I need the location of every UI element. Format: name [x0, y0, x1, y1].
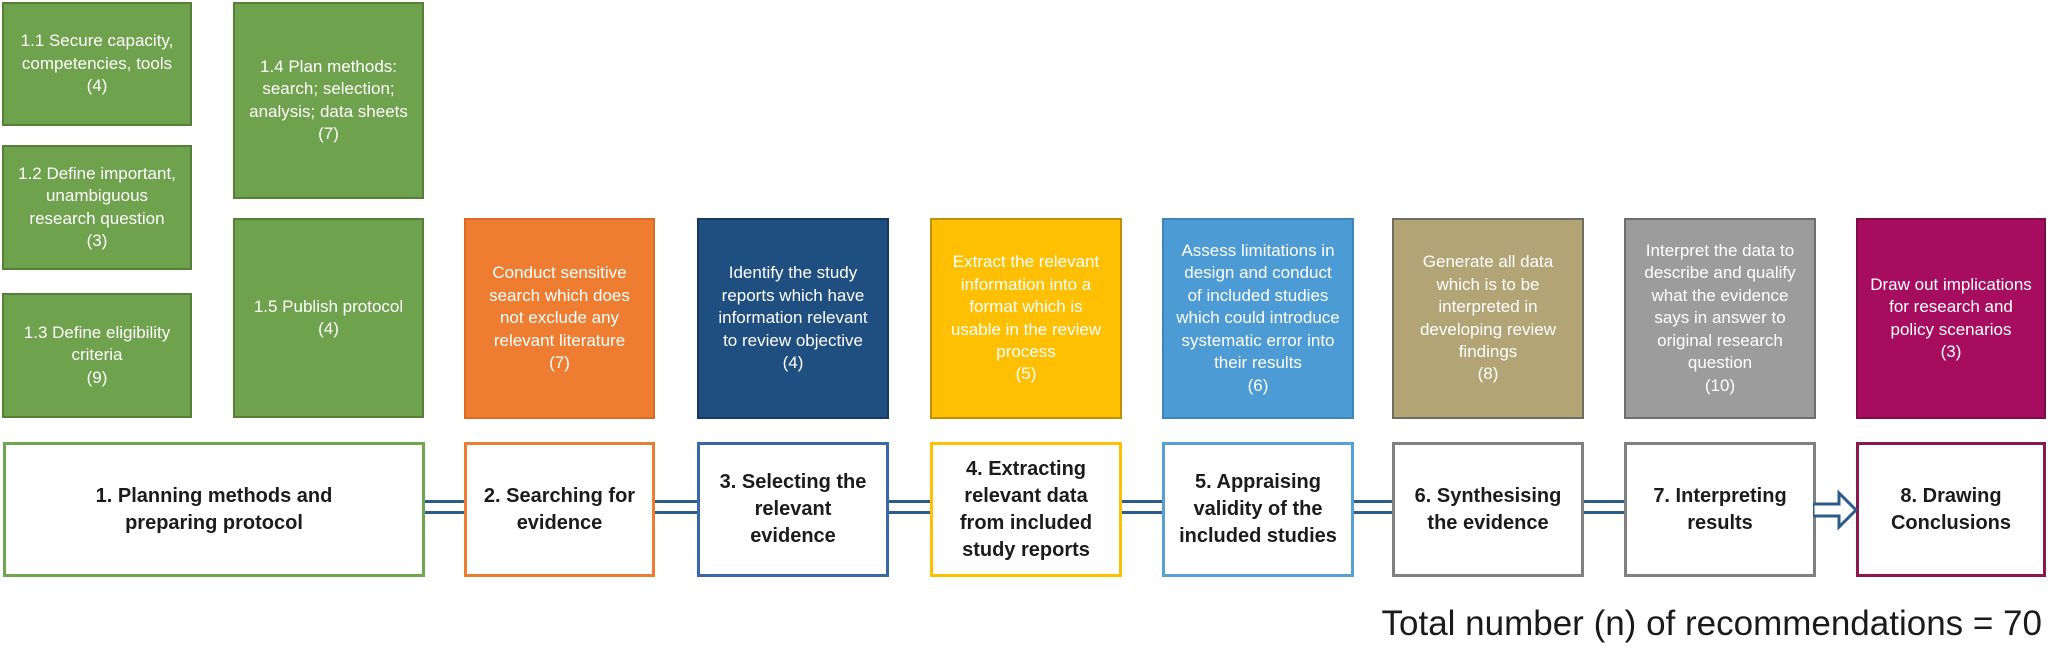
substep-1-4-text: 1.4 Plan methods: search; selection; ana… [249, 56, 408, 121]
stage-4-detail-text: Extract the relevant information into a … [950, 252, 1102, 361]
substep-1-3-count: (9) [86, 367, 108, 387]
substep-1-5-text: 1.5 Publish protocol [253, 296, 404, 316]
stage-7-detail-box: Interpret the data to describe and quali… [1624, 218, 1816, 419]
stage-2-box: 2. Searching for evidence [464, 442, 655, 577]
stage-1-box: 1. Planning methods and preparing protoc… [3, 442, 425, 577]
stage-3-detail-text: Identify the study reports which have in… [718, 263, 868, 350]
stage-4-label: 4. Extracting relevant data from include… [959, 457, 1093, 561]
stage-5-box: 5. Appraising validity of the included s… [1162, 442, 1354, 577]
stage-5-label: 5. Appraising validity of the included s… [1179, 471, 1337, 547]
substep-1-1-count: (4) [86, 76, 108, 96]
stage-2-label: 2. Searching for evidence [483, 484, 636, 534]
stage-8-detail-text: Draw out implications for research and p… [1870, 274, 2032, 339]
stage-4-count: (5) [1015, 364, 1037, 384]
substep-1-1-box: 1.1 Secure capacity, competencies, tools… [2, 2, 192, 126]
stage-7-label: 7. Interpreting results [1653, 484, 1787, 534]
stage-7-box: 7. Interpreting results [1624, 442, 1816, 577]
stage-6-label: 6. Synthesising the evidence [1414, 484, 1562, 534]
stage-8-box: 8. Drawing Conclusions [1856, 442, 2046, 577]
stage-8-detail-box: Draw out implications for research and p… [1856, 218, 2046, 419]
stage-8-label: 8. Drawing Conclusions [1890, 484, 2011, 534]
connector-stage2-stage3 [655, 500, 697, 514]
substep-1-1-text: 1.1 Secure capacity, competencies, tools [20, 31, 174, 73]
substep-1-3-box: 1.3 Define eligibility criteria (9) [2, 293, 192, 418]
stage-3-box: 3. Selecting the relevant evidence [697, 442, 889, 577]
stage-2-detail-box: Conduct sensitive search which does not … [464, 218, 655, 419]
substep-1-5-box: 1.5 Publish protocol (4) [233, 218, 424, 418]
stage-6-detail-box: Generate all data which is to be interpr… [1392, 218, 1584, 419]
stage-6-count: (8) [1477, 364, 1499, 384]
arrow-right-icon [1813, 489, 1857, 531]
substep-1-4-count: (7) [318, 123, 339, 143]
substep-1-2-count: (3) [86, 230, 108, 250]
stage-4-box: 4. Extracting relevant data from include… [930, 442, 1122, 577]
substep-1-2-box: 1.2 Define important, unambiguous resear… [2, 145, 192, 270]
stage-4-detail-box: Extract the relevant information into a … [930, 218, 1122, 419]
substep-1-5-count: (4) [318, 319, 339, 338]
stage-7-detail-text: Interpret the data to describe and quali… [1644, 240, 1796, 373]
stage-3-count: (4) [782, 353, 804, 373]
connector-stage4-stage5 [1122, 500, 1162, 514]
substep-1-4-box: 1.4 Plan methods: search; selection; ana… [233, 2, 424, 199]
stage-8-count: (3) [1940, 341, 1962, 361]
connector-stage1-stage2 [425, 500, 464, 514]
substep-1-3-text: 1.3 Define eligibility criteria [23, 322, 171, 365]
stage-3-detail-box: Identify the study reports which have in… [697, 218, 889, 419]
connector-stage5-stage6 [1354, 500, 1392, 514]
stage-5-detail-box: Assess limitations in design and conduct… [1162, 218, 1354, 419]
stage-2-detail-text: Conduct sensitive search which does not … [489, 263, 630, 350]
connector-stage3-stage4 [889, 500, 930, 514]
connector-stage6-stage7 [1584, 500, 1624, 514]
stage-5-detail-text: Assess limitations in design and conduct… [1176, 240, 1340, 373]
total-recommendations-text: Total number (n) of recommendations = 70 [1381, 604, 2042, 643]
stage-2-count: (7) [549, 353, 570, 373]
stage-1-label: 1. Planning methods and preparing protoc… [95, 484, 333, 534]
stage-7-count: (10) [1704, 375, 1736, 395]
stage-5-count: (6) [1247, 375, 1269, 395]
substep-1-2-text: 1.2 Define important, unambiguous resear… [18, 163, 176, 228]
stage-6-detail-text: Generate all data which is to be interpr… [1419, 252, 1557, 361]
stage-3-label: 3. Selecting the relevant evidence [719, 471, 867, 547]
stage-6-box: 6. Synthesising the evidence [1392, 442, 1584, 577]
